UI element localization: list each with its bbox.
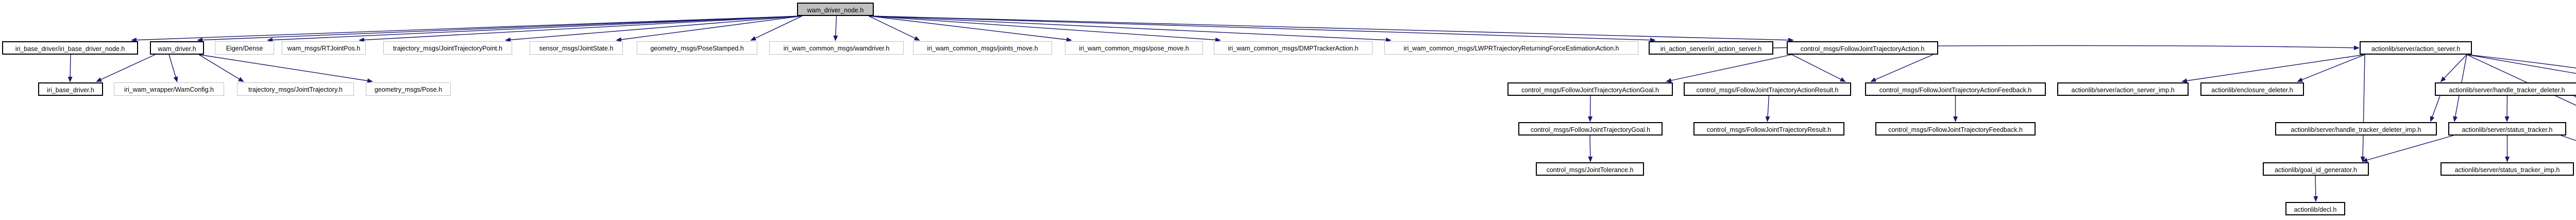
graph-node-actionlib-server-status-tracker-imp-h[interactable]: actionlib/server/status_tracker_imp.h [2441,162,2574,176]
graph-node-trajectory-msgs-jointtrajectorypoint-h[interactable]: trajectory_msgs/JointTrajectoryPoint.h [383,41,512,55]
include-edge [359,15,803,43]
graph-node-iri-wam-wrapper-wamconfig-h[interactable]: iri_wam_wrapper/WamConfig.h [114,82,224,96]
graph-node-wam-driver-h[interactable]: wam_driver.h [150,41,204,55]
graph-node-iri-wam-common-msgs-lwprtrajectoryreturningforceestimationaction-h[interactable]: iri_wam_common_msgs/LWPRTrajectoryReturn… [1384,41,1638,55]
graph-node-actionlib-goal-id-generator-h[interactable]: actionlib/goal_id_generator.h [2263,162,2369,176]
include-edge [2313,175,2318,202]
include-edge [505,15,803,42]
graph-node-wam-msgs-rtjointpos-h[interactable]: wam_msgs/RTJointPos.h [282,41,366,55]
include-edge [2440,54,2467,82]
graph-node-geometry-msgs-posestamped-h[interactable]: geometry_msgs/PoseStamped.h [637,41,757,55]
include-edge [1791,54,1846,82]
include-edge [868,15,920,41]
graph-node-control-msgs-followjointtrajectoryactionfeedback-h[interactable]: control_msgs/FollowJointTrajectoryAction… [1865,82,2046,96]
include-edge [131,15,803,43]
include-edge [2181,54,2365,83]
include-edge [2466,54,2576,69]
graph-node-actionlib-server-action-server-imp-h[interactable]: actionlib/server/action_server_imp.h [2057,82,2189,96]
include-edge [198,54,244,82]
include-edge [868,15,1221,42]
graph-node-iri-wam-common-msgs-pose-move-h[interactable]: iri_wam_common_msgs/pose_move.h [1065,41,1203,55]
graph-node-iri-action-server-iri-action-server-h[interactable]: iri_action_server/iri_action_server.h [1649,41,1773,55]
include-edge [833,15,838,41]
graph-node-trajectory-msgs-jointtrajectory-h[interactable]: trajectory_msgs/JointTrajectory.h [237,82,354,96]
include-edge [2360,54,2365,162]
graph-node-actionlib-server-status-tracker-h[interactable]: actionlib/server/status_tracker.h [2448,122,2566,136]
graph-node-iri-base-driver-iri-base-driver-node-h[interactable]: iri_base_driver/iri_base_driver_node.h [2,41,138,55]
graph-node-control-msgs-followjointtrajectoryfeedback-h[interactable]: control_msgs/FollowJointTrajectoryFeedba… [1875,122,2036,136]
include-edge [868,15,1072,42]
graph-node-control-msgs-followjointtrajectoryresult-h[interactable]: control_msgs/FollowJointTrajectoryResult… [1693,122,1844,136]
graph-node-geometry-msgs-pose-h[interactable]: geometry_msgs/Pose.h [366,82,451,96]
include-edge [868,15,1794,43]
include-edge [1870,54,1934,82]
include-edge [616,15,803,42]
include-edge [750,15,803,41]
graph-root-node: wam_driver_node.h [797,3,874,16]
include-edge [2430,95,2441,122]
graph-node-sensor-msgs-jointstate-h[interactable]: sensor_msgs/JointState.h [530,41,623,55]
include-edge [198,54,373,83]
include-edge [2561,135,2576,141]
graph-node-iri-base-driver-h[interactable]: iri_base_driver.h [38,82,103,96]
include-edge [168,54,178,82]
graph-node-actionlib-server-handle-tracker-deleter-h[interactable]: actionlib/server/handle_tracker_deleter.… [2435,82,2576,96]
include-edge [2362,135,2454,162]
include-edge [868,15,1656,43]
include-edge [868,15,1392,43]
graph-node-actionlib-decl-h[interactable]: actionlib/decl.h [2285,202,2345,215]
graph-node-iri-wam-common-msgs-dmptrackeraction-h[interactable]: iri_wam_common_msgs/DMPTrackerAction.h [1214,41,1372,55]
include-edge [2297,54,2365,82]
include-edge [67,54,73,82]
graph-node-eigen-dense[interactable]: Eigen/Dense [215,41,274,55]
graph-node-actionlib-server-action-server-h[interactable]: actionlib/server/action_server.h [2360,41,2472,55]
graph-node-actionlib-enclosure-deleter-h[interactable]: actionlib/enclosure_deleter.h [2200,82,2304,96]
include-edge [1765,95,1770,122]
include-edge [2573,95,2576,98]
graph-node-control-msgs-followjointtrajectoryactiongoal-h[interactable]: control_msgs/FollowJointTrajectoryAction… [1507,82,1673,96]
include-edge [1588,95,1593,122]
include-edge [2466,54,2576,74]
include-edge [96,54,156,82]
graph-node-control-msgs-followjointtrajectorygoal-h[interactable]: control_msgs/FollowJointTrajectoryGoal.h [1518,122,1663,136]
include-edge [267,15,803,43]
graph-node-control-msgs-followjointtrajectoryaction-h[interactable]: control_msgs/FollowJointTrajectoryAction… [1787,41,1938,55]
graph-node-control-msgs-jointtolerance-h[interactable]: control_msgs/JointTolerance.h [1536,162,1644,176]
include-edge [197,15,803,43]
include-edge [1666,54,1792,83]
graph-node-control-msgs-followjointtrajectoryactionresult-h[interactable]: control_msgs/FollowJointTrajectoryAction… [1684,82,1851,96]
graph-node-iri-wam-common-msgs-wamdriver-h[interactable]: iri_wam_common_msgs/wamdriver.h [769,41,904,55]
graph-node-actionlib-server-handle-tracker-deleter-imp-h[interactable]: actionlib/server/handle_tracker_deleter_… [2275,122,2437,136]
graph-node-iri-wam-common-msgs-joints-move-h[interactable]: iri_wam_common_msgs/joints_move.h [913,41,1052,55]
